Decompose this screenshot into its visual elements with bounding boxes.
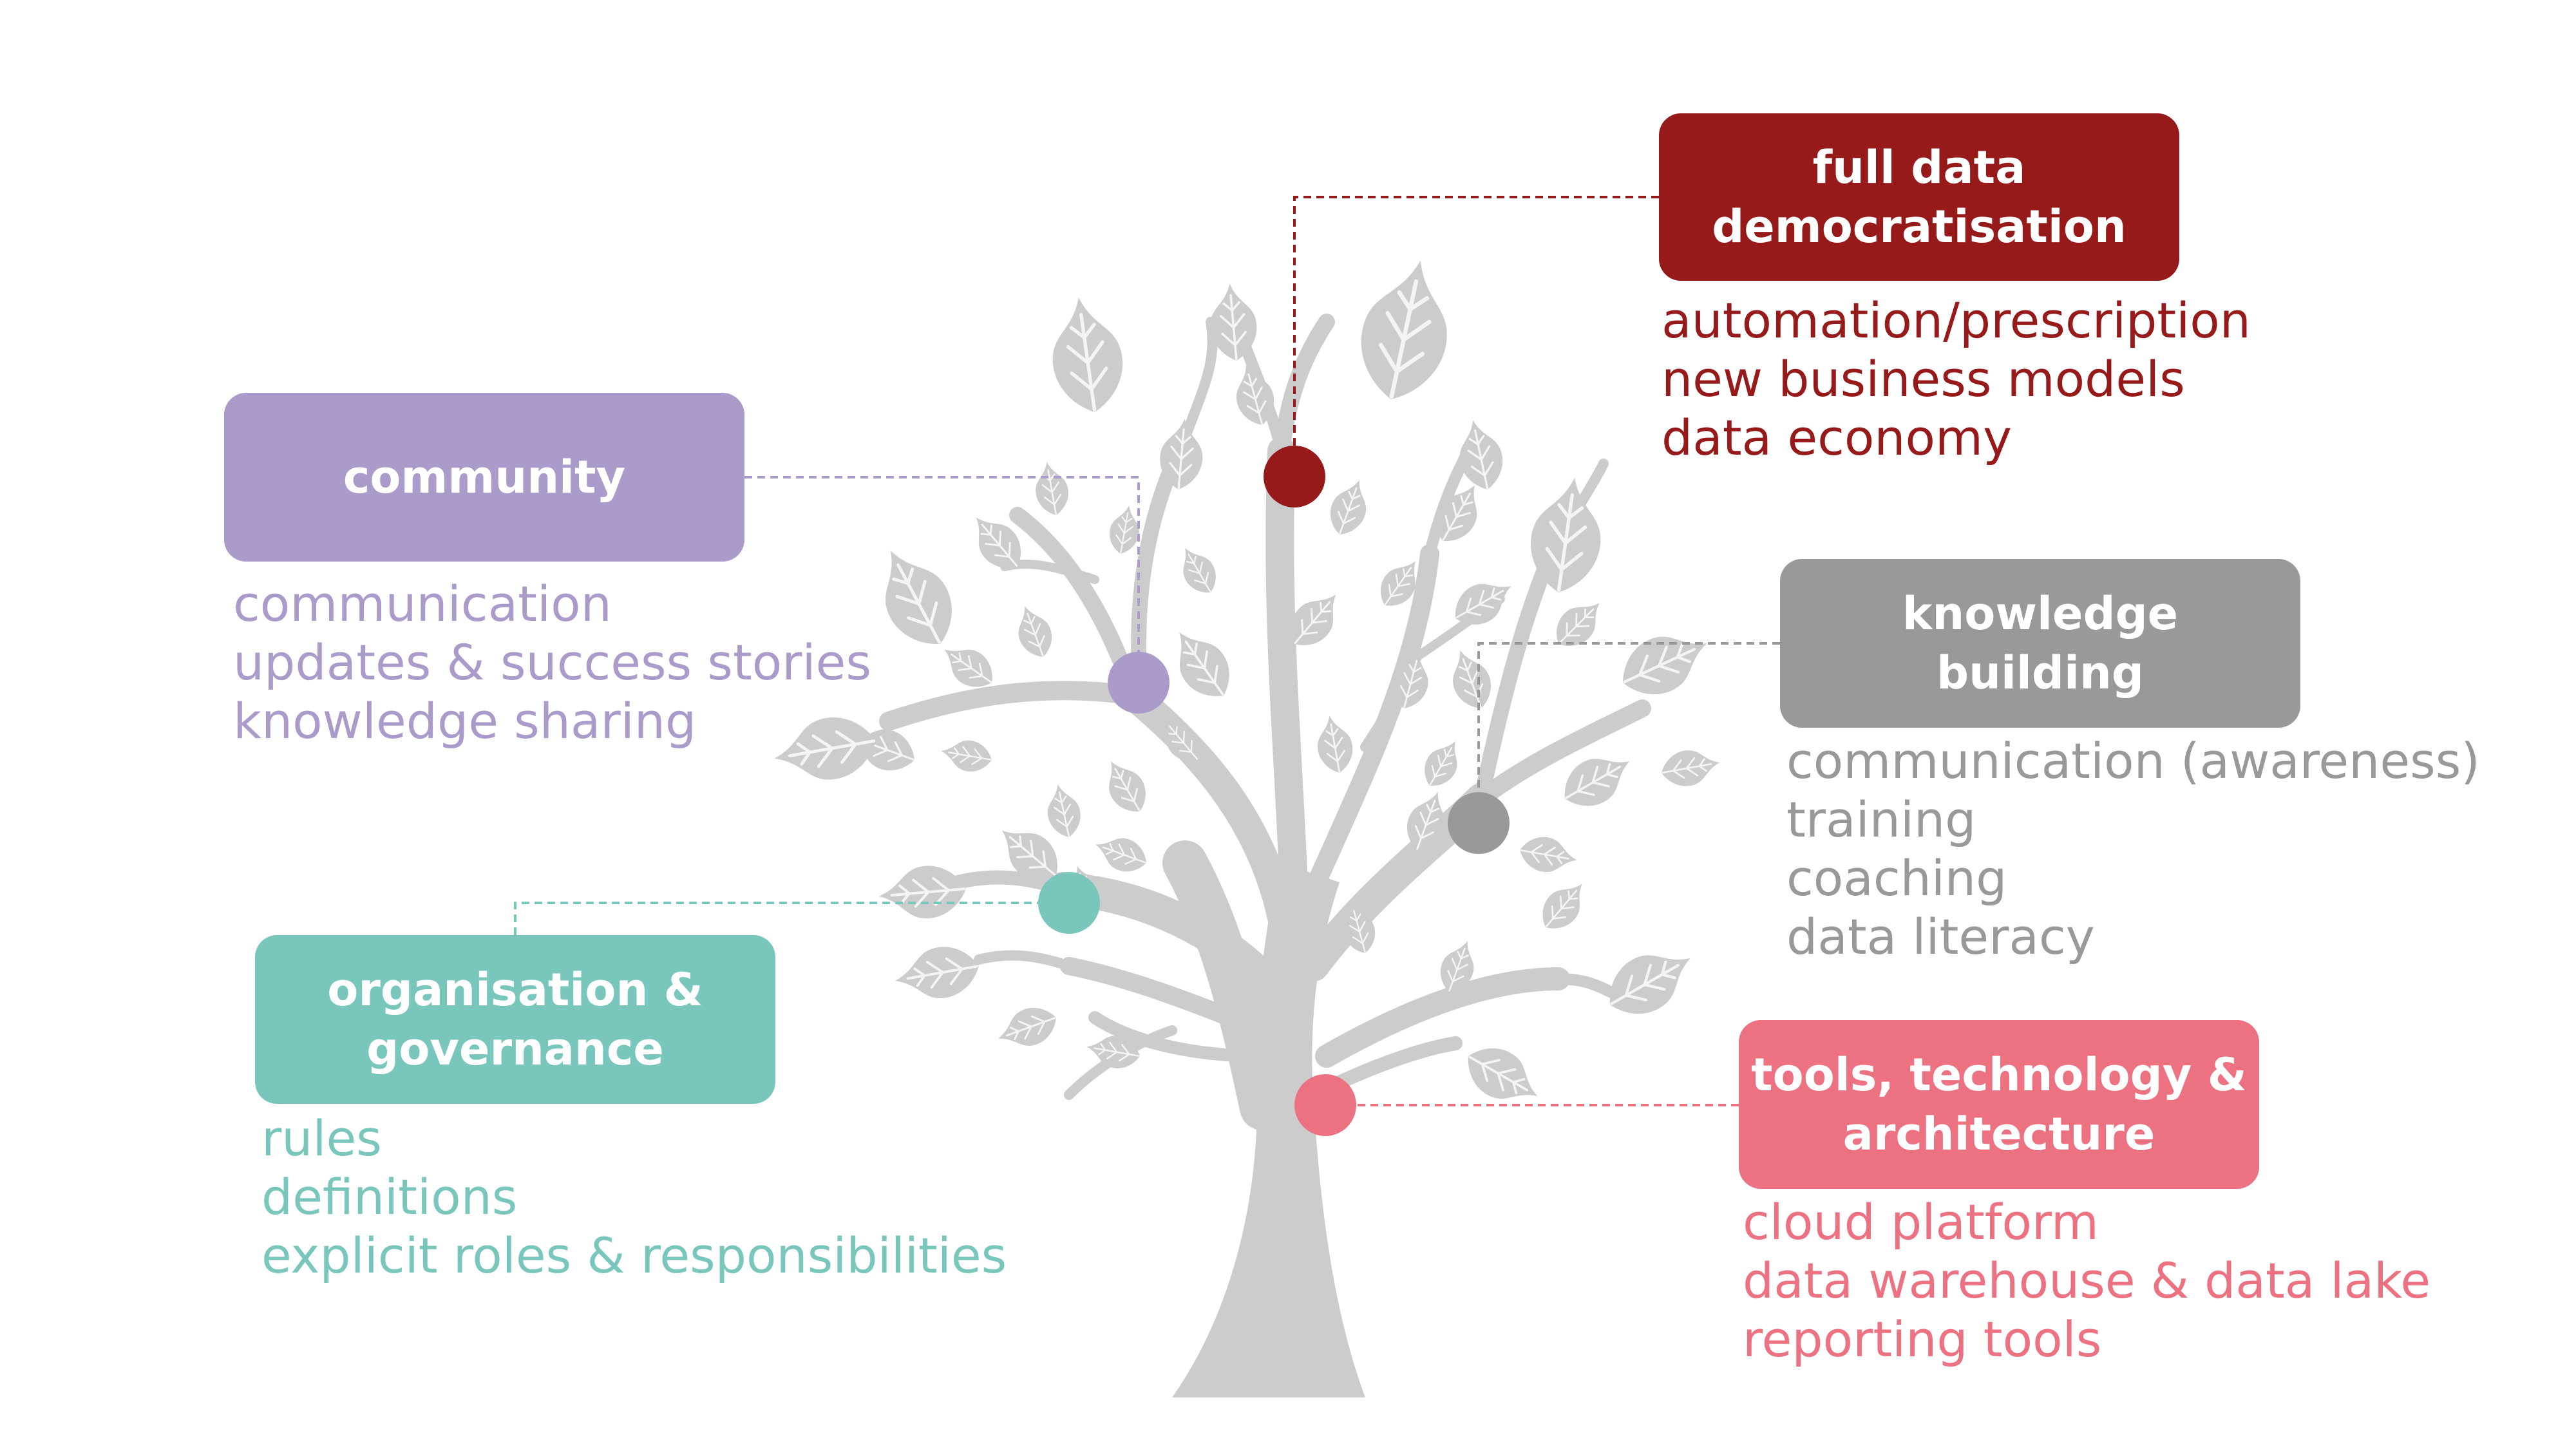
list-organisation-governance: rules definitions explicit roles & respo…: [261, 1109, 1007, 1285]
list-item: data literacy: [1786, 907, 2480, 966]
tools-title-line-1: tools, technology &: [1751, 1045, 2247, 1104]
list-item: communication (awareness): [1786, 732, 2480, 790]
list-item: coaching: [1786, 849, 2480, 907]
node-knowledge: [1448, 792, 1510, 854]
list-item: data economy: [1662, 408, 2251, 467]
node-organisation: [1038, 872, 1100, 934]
organisation-title-line-2: governance: [327, 1019, 703, 1079]
list-item: explicit roles & responsibilities: [261, 1226, 1007, 1285]
organisation-title-line-1: organisation &: [327, 960, 703, 1019]
box-organisation-governance: organisation & governance: [255, 935, 775, 1104]
full-title-line-2: democratisation: [1712, 197, 2126, 256]
full-title-line-1: full data: [1712, 138, 2126, 197]
knowledge-title-line-2: building: [1902, 643, 2178, 703]
list-item: new business models: [1662, 350, 2251, 408]
list-item: data warehouse & data lake: [1743, 1251, 2430, 1310]
node-full: [1264, 446, 1325, 507]
box-knowledge-building: knowledge building: [1780, 559, 2300, 728]
tools-title-line-2: architecture: [1751, 1104, 2247, 1164]
connector-organisation: [515, 903, 1069, 935]
list-full-data-democratisation: automation/prescription new business mod…: [1662, 291, 2251, 467]
list-item: knowledge sharing: [233, 692, 871, 750]
box-full-data-democratisation: full data democratisation: [1659, 113, 2179, 281]
list-item: cloud platform: [1743, 1193, 2430, 1251]
box-tools-technology-architecture: tools, technology & architecture: [1739, 1020, 2259, 1189]
knowledge-title-line-1: knowledge: [1902, 584, 2178, 643]
list-community: communication updates & success stories …: [233, 574, 871, 750]
community-title: community: [343, 448, 625, 507]
list-item: definitions: [261, 1168, 1007, 1226]
list-item: communication: [233, 574, 871, 633]
node-community: [1108, 652, 1170, 714]
list-item: updates & success stories: [233, 633, 871, 692]
box-community: community: [224, 393, 744, 562]
node-tools: [1294, 1074, 1356, 1136]
list-knowledge-building: communication (awareness) training coach…: [1786, 732, 2480, 966]
list-item: reporting tools: [1743, 1310, 2430, 1368]
list-item: automation/prescription: [1662, 291, 2251, 350]
list-item: rules: [261, 1109, 1007, 1168]
list-item: training: [1786, 790, 2480, 849]
list-tools-technology-architecture: cloud platform data warehouse & data lak…: [1743, 1193, 2430, 1368]
